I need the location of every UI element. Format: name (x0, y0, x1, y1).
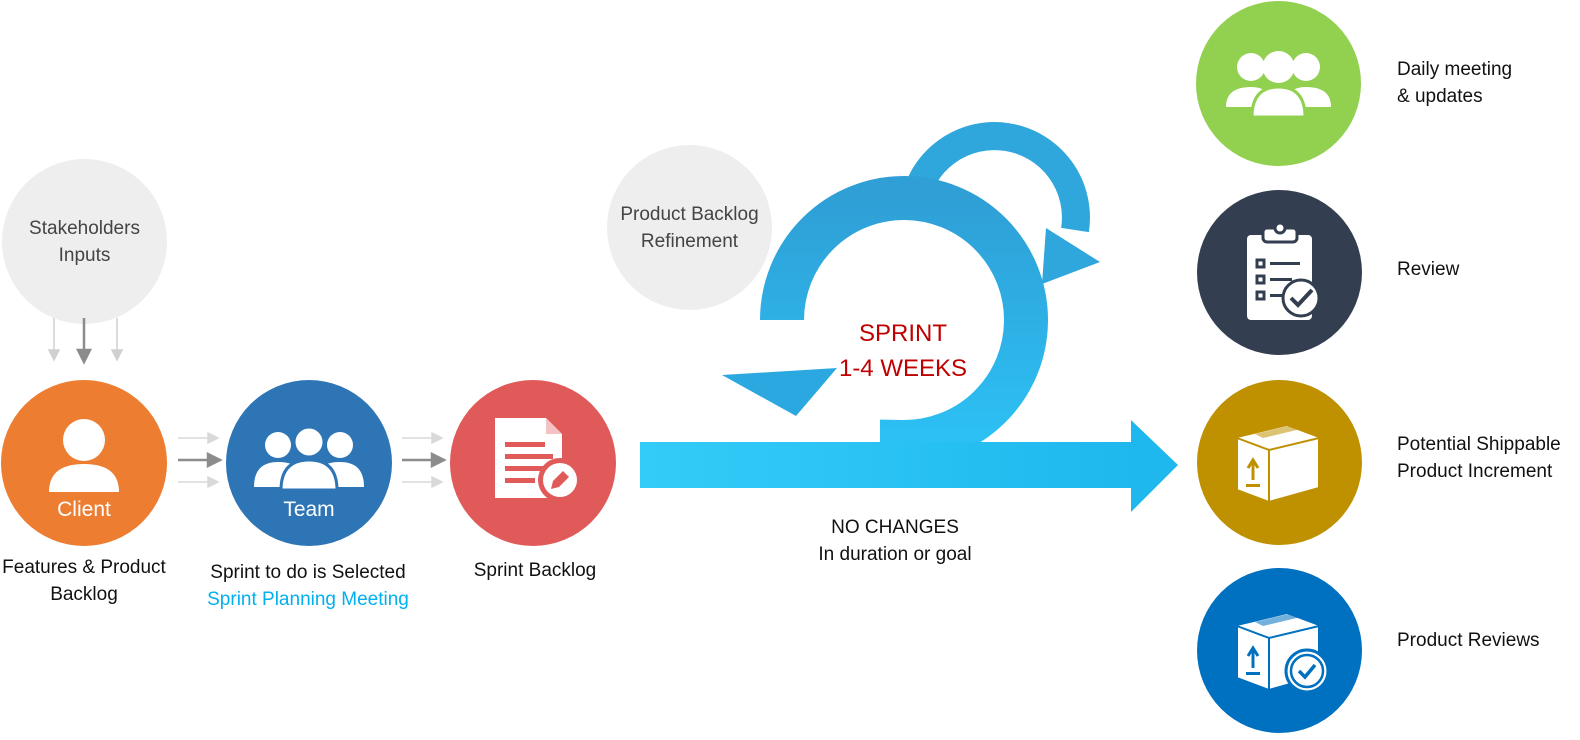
sprint-line1: SPRINT (858, 320, 947, 347)
team-label: Team (283, 498, 335, 521)
team-caption: Sprint to do is Selected Sprint Planning… (183, 559, 433, 613)
product-increment-line1: Potential Shippable (1397, 434, 1561, 455)
review-caption: Review (1397, 259, 1460, 280)
refinement-line2: Refinement (640, 230, 739, 252)
no-changes-line1: NO CHANGES (831, 517, 959, 538)
sprint-planning-meeting-text: Sprint Planning Meeting (207, 589, 409, 610)
review-circle (1197, 190, 1362, 355)
daily-meeting-caption: Daily meeting & updates (1397, 56, 1512, 110)
no-changes-caption: NO CHANGES In duration or goal (775, 514, 1015, 568)
product-increment-line2: Product Increment (1397, 461, 1553, 482)
sprint-backlog-circle (450, 380, 616, 546)
client-caption: Features & Product Backlog (0, 554, 174, 608)
stakeholders-inputs-circle: Stakeholders Inputs (2, 159, 167, 324)
product-reviews-circle (1197, 568, 1362, 733)
document-edit-icon (495, 418, 582, 502)
product-increment-caption: Potential Shippable Product Increment (1397, 431, 1561, 485)
stakeholders-line1: Stakeholders (29, 217, 140, 239)
team-people-icon (254, 425, 364, 492)
person-icon (49, 419, 119, 492)
package-check-icon (1236, 612, 1330, 694)
client-circle: Client (1, 380, 167, 546)
client-caption-line2: Backlog (50, 584, 118, 605)
daily-meeting-line2: & updates (1397, 86, 1483, 107)
team-circle: Team (226, 380, 392, 546)
sprint-duration-label: SPRINT 1-4 WEEKS (803, 316, 1003, 386)
stakeholder-input-arrows (47, 318, 124, 365)
product-backlog-refinement-circle: Product Backlog Refinement (607, 145, 772, 310)
people-icon (1226, 51, 1331, 119)
client-to-team-arrows (178, 431, 223, 489)
team-caption-line1: Sprint to do is Selected (210, 562, 406, 583)
sprint-line2: 1-4 WEEKS (838, 355, 968, 382)
daily-meeting-line1: Daily meeting (1397, 59, 1513, 80)
team-to-backlog-arrows (402, 431, 447, 489)
refinement-line1: Product Backlog (620, 203, 759, 225)
clipboard-checklist-icon (1247, 221, 1321, 320)
no-changes-line2: In duration or goal (818, 544, 972, 565)
daily-meeting-circle (1196, 1, 1361, 166)
product-reviews-caption: Product Reviews (1397, 630, 1540, 651)
client-label: Client (57, 498, 111, 521)
sprint-backlog-caption: Sprint Backlog (473, 560, 597, 581)
product-increment-circle (1197, 380, 1362, 545)
package-icon (1236, 424, 1320, 504)
client-caption-line1: Features & Product (2, 557, 166, 578)
stakeholders-line2: Inputs (58, 244, 111, 266)
